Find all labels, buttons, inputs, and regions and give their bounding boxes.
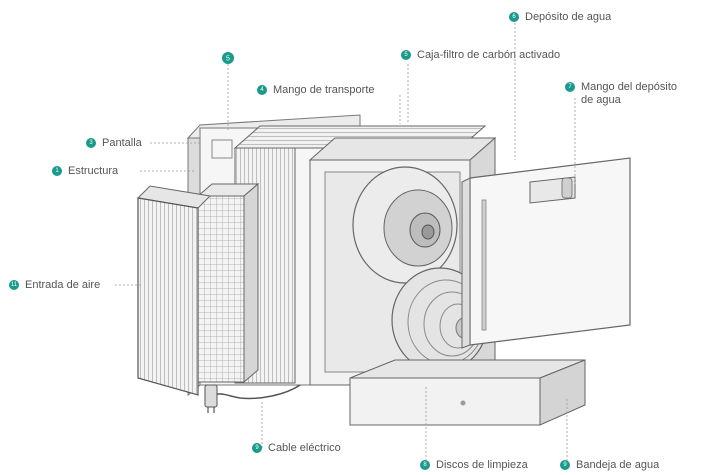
callout-text: Cable eléctrico (268, 442, 341, 454)
label-cajafiltro: 5 Caja-filtro de carbón activado (401, 49, 560, 62)
marker-5-number: 5 (226, 56, 230, 63)
callout-number: 1 (52, 166, 62, 177)
callout-number: 9 (252, 443, 262, 454)
callout-text: Mango del depósito de agua (581, 81, 678, 106)
label-estructura: 1 Estructura (52, 165, 118, 178)
label-bandeja: 9 Bandeja de agua (560, 459, 659, 472)
callout-number: 7 (565, 82, 575, 93)
callout-number: 3 (86, 138, 96, 149)
power-cable (204, 384, 301, 413)
label-cable: 9 Cable eléctrico (252, 442, 341, 455)
callout-text: Bandeja de agua (576, 459, 660, 471)
water-tray (349, 359, 586, 426)
callout-number: 11 (9, 280, 19, 291)
marker-5-dot (222, 52, 234, 64)
water-tank (461, 157, 631, 349)
label-deposito-agua: 6 Depósito de agua (509, 11, 611, 24)
fan-assembly (352, 166, 458, 284)
callout-text: Mango de transporte (273, 84, 375, 96)
callout-text: Pantalla (102, 137, 142, 149)
label-discos: 8 Discos de limpieza (420, 459, 528, 472)
label-pantalla: 3 Pantalla (86, 137, 142, 150)
label-mango-transporte: 4 Mango de transporte (257, 84, 375, 97)
callout-number: 9 (560, 460, 570, 471)
air-intake-grille (136, 185, 212, 396)
callout-text: Depósito de agua (525, 11, 612, 23)
label-entrada-aire: 11 Entrada de aire (9, 279, 100, 292)
inner-filter-grid (196, 182, 260, 384)
label-mango-deposito: 7 Mango del depósito de agua (565, 81, 691, 107)
leader-lines (115, 23, 576, 465)
callout-number: 8 (420, 460, 430, 471)
callout-text: Caja-filtro de carbón activado (417, 49, 561, 61)
callout-text: Estructura (68, 165, 119, 177)
callout-text: Discos de limpieza (436, 459, 528, 471)
callout-number: 5 (401, 50, 411, 61)
callout-number: 6 (509, 12, 519, 23)
callout-number: 4 (257, 85, 267, 96)
callout-text: Entrada de aire (25, 279, 101, 291)
